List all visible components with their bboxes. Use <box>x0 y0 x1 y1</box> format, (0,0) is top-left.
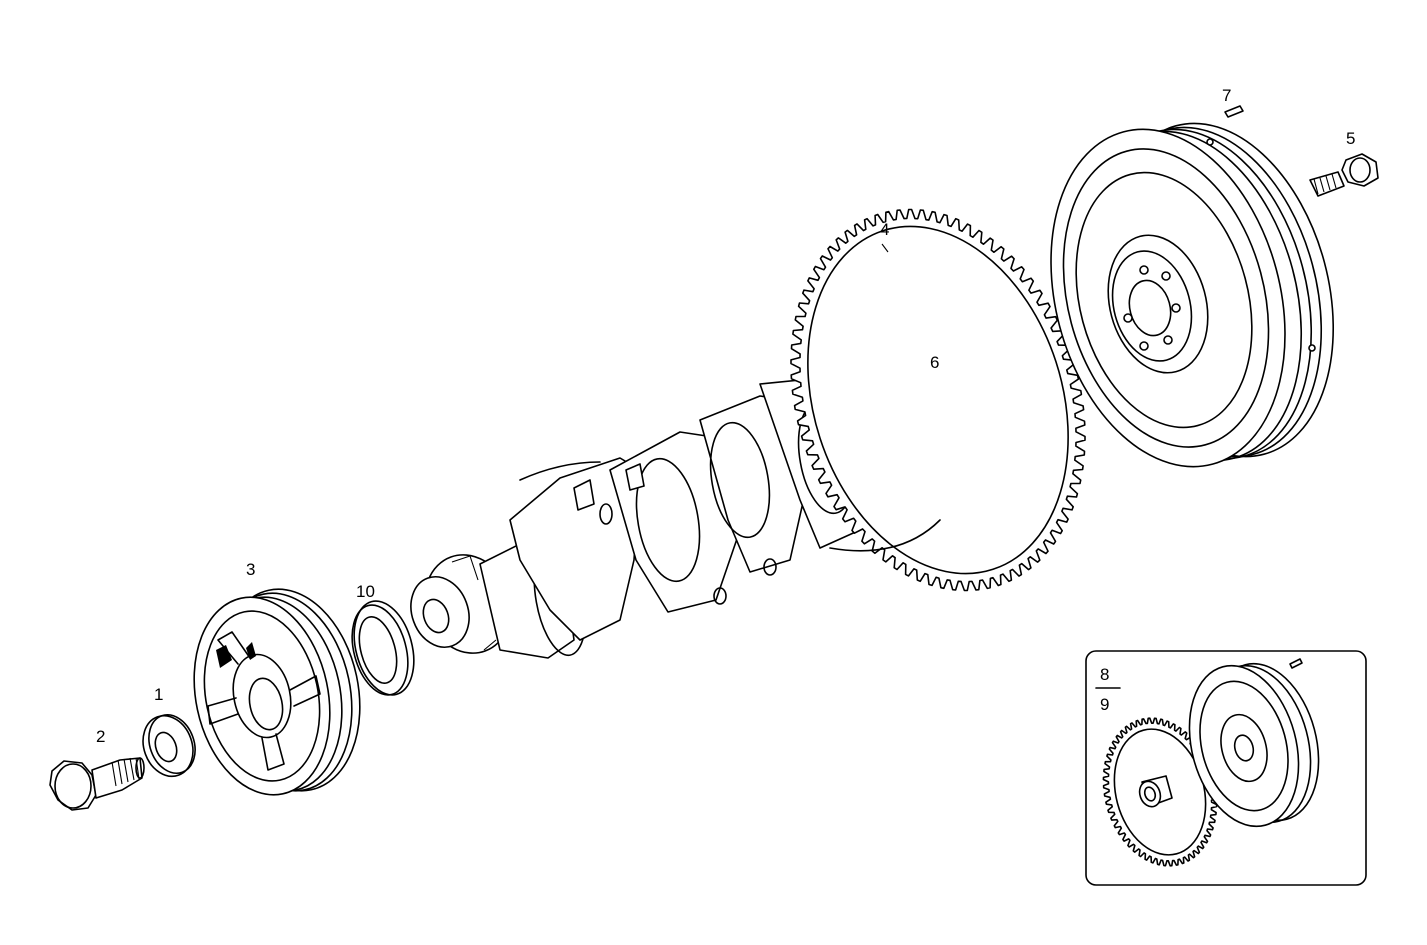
callout-6: 6 <box>930 353 939 372</box>
seal-ring-part-10[interactable] <box>343 594 423 701</box>
flywheel[interactable] <box>1015 98 1368 493</box>
inset-variant-panel <box>1085 650 1367 886</box>
pin-part-7[interactable] <box>1224 105 1244 118</box>
inset-label-9: 9 <box>1100 695 1109 714</box>
callout-2: 2 <box>96 727 105 746</box>
callout-10: 10 <box>356 582 375 601</box>
callout-5: 5 <box>1346 129 1355 148</box>
callout-4: 4 <box>880 220 889 239</box>
bolt-part-2[interactable] <box>49 757 145 811</box>
washer-part-1[interactable] <box>135 708 203 783</box>
inset-label-8: 8 <box>1100 665 1109 684</box>
callout-7: 7 <box>1222 86 1231 105</box>
pulley-part-3[interactable] <box>177 576 378 807</box>
flywheel-bolt-part-5[interactable] <box>1309 153 1379 197</box>
callout-1: 1 <box>154 685 163 704</box>
callout-3: 3 <box>246 560 255 579</box>
ring-gear-part-4[interactable] <box>765 192 1111 607</box>
